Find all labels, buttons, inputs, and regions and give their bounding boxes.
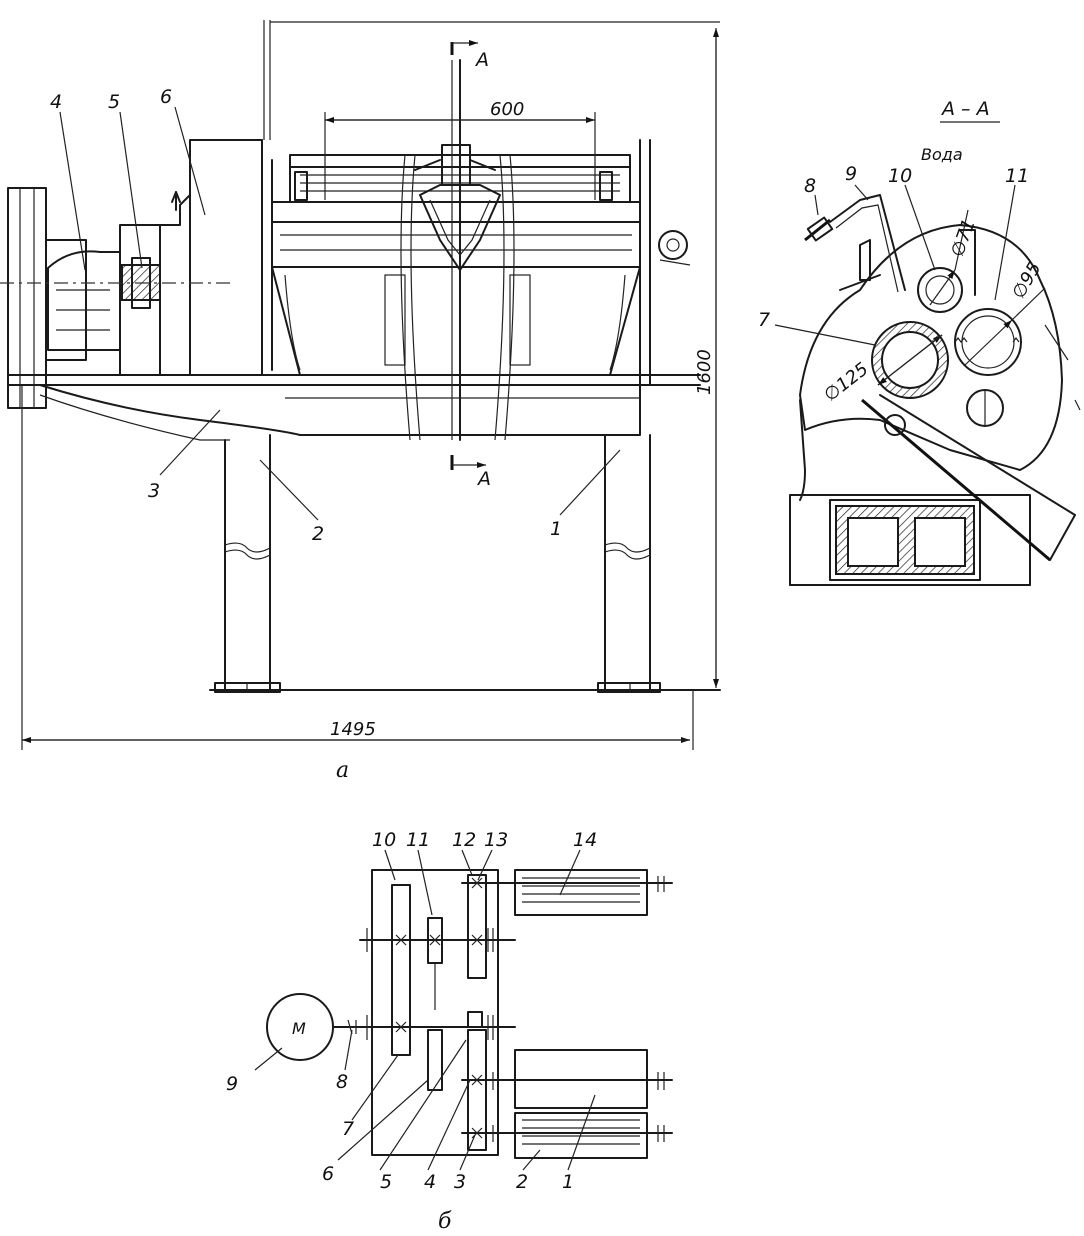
view-a-dimensions: 600 1600 1495 xyxy=(21,21,720,750)
b-callout-10: 10 xyxy=(372,829,396,851)
aa-callout-9: 9 xyxy=(845,163,857,185)
b-callout-2: 2 xyxy=(516,1171,528,1193)
section-aa: А – А Вода xyxy=(789,98,1081,586)
aa-callout-10: 10 xyxy=(888,165,912,187)
view-a-callouts: 4 5 6 3 2 1 xyxy=(50,86,621,545)
section-aa-title: А – А xyxy=(940,98,990,120)
dia-125: ∅125 xyxy=(820,359,872,406)
section-marker-bottom: A xyxy=(450,455,491,490)
caption-a: а xyxy=(336,758,349,783)
dim-1495: 1495 xyxy=(330,719,376,740)
view-b-callouts: 10 11 12 13 14 9 8 7 6 5 4 3 2 1 xyxy=(226,829,597,1193)
b-callout-1: 1 xyxy=(562,1171,574,1193)
b-callout-11: 11 xyxy=(406,829,430,851)
aa-callout-7: 7 xyxy=(758,309,770,331)
callout-4: 4 xyxy=(50,91,62,113)
b-callout-5: 5 xyxy=(380,1171,392,1193)
callout-6: 6 xyxy=(160,86,172,108)
view-a-machine xyxy=(0,20,721,693)
section-marker-bottom-label: A xyxy=(476,468,491,490)
caption-b: б xyxy=(438,1209,452,1234)
water-label: Вода xyxy=(921,145,963,164)
b-callout-9: 9 xyxy=(226,1073,238,1095)
section-marker-top: A xyxy=(450,40,489,71)
motor-label: М xyxy=(292,1019,306,1038)
b-callout-8: 8 xyxy=(336,1071,348,1093)
b-callout-7: 7 xyxy=(342,1118,354,1140)
b-callout-14: 14 xyxy=(573,829,597,851)
b-callout-3: 3 xyxy=(454,1171,466,1193)
b-callout-4: 4 xyxy=(424,1171,436,1193)
aa-callout-8: 8 xyxy=(804,175,816,197)
b-callout-12: 12 xyxy=(452,829,476,851)
b-callout-13: 13 xyxy=(484,829,508,851)
callout-1: 1 xyxy=(550,518,562,540)
callout-3: 3 xyxy=(148,480,160,502)
dim-1600: 1600 xyxy=(694,349,715,395)
section-marker-top-label: A xyxy=(474,49,489,71)
b-callout-6: 6 xyxy=(322,1163,334,1185)
view-b-scheme: М xyxy=(266,869,673,1159)
aa-callout-11: 11 xyxy=(1005,165,1029,187)
dim-600: 600 xyxy=(490,99,524,120)
callout-2: 2 xyxy=(312,523,324,545)
callout-5: 5 xyxy=(108,91,120,113)
